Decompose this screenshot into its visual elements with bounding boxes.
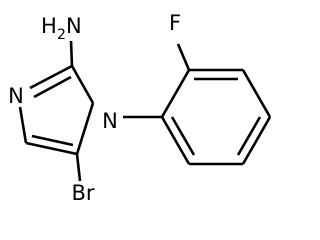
bond-ph-c6-c1 [160,116,191,165]
bond-c2-n1 [70,65,95,104]
amine-n-label: N [66,14,82,38]
bond-n3-c2 [29,64,73,90]
amine-subscript-label: 2 [57,27,66,43]
ring-n3-label: N [8,84,24,108]
bond-ph-f [176,43,191,71]
bond-ph-c3-c4 [241,69,272,118]
bond-ph-c1-c2 [160,69,191,118]
structure-canvas: H 2 N N N F Br [8,11,272,205]
bond-c4-n3 [18,106,28,144]
bond-c5-c4 [25,141,78,156]
bond-c5-br [75,153,82,182]
bond-c5-c4-inner [31,134,74,147]
bond-c2-nh2 [69,40,74,67]
amine-h-label: H [41,14,57,38]
bond-n3-c2-inner [33,75,72,99]
molecule-structure: H 2 N N N F Br [8,11,272,205]
bond-ph-c6-c1-inner [170,116,196,156]
bromine-label: Br [71,181,94,205]
bond-n1-c5 [75,102,95,155]
bond-ph-c4-c5-inner [236,116,262,156]
bond-ph-c4-c5 [241,116,272,165]
fluorine-label: F [169,11,181,35]
ring-n1-label: N [102,109,118,133]
